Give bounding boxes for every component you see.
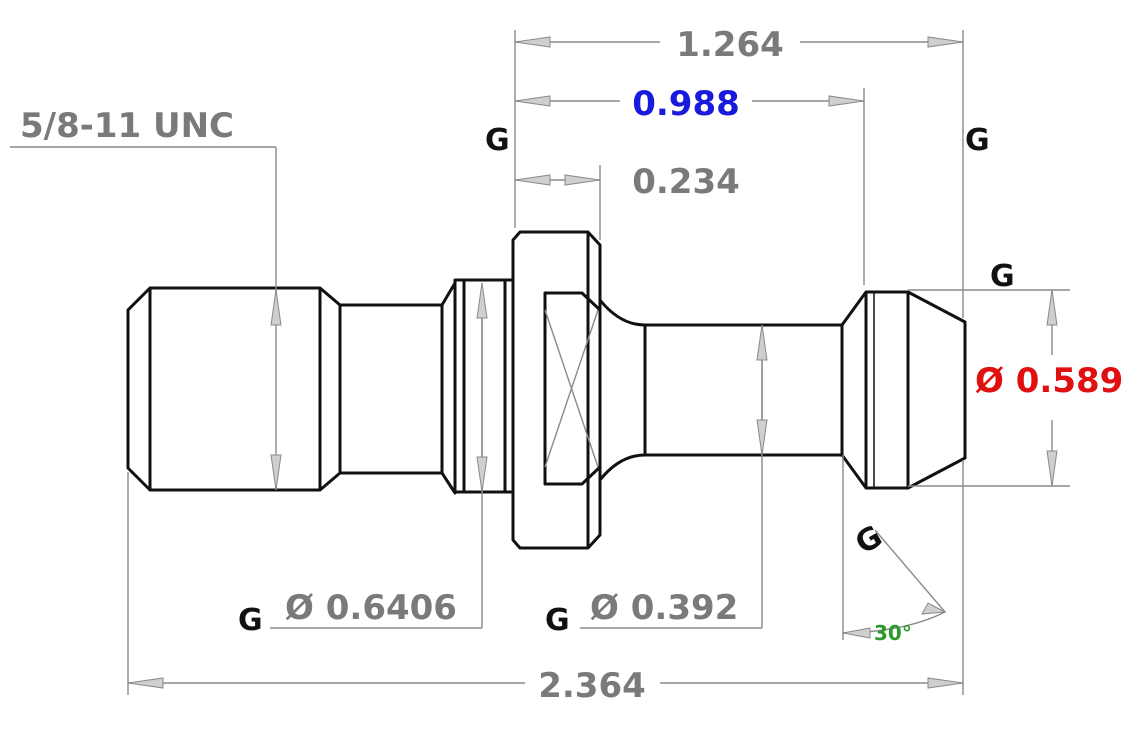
gauge-mark: G [485,123,510,158]
part-outline [126,230,967,550]
relief-neck [338,281,457,495]
dim-top-length: 1.264 [676,25,784,65]
threaded-shank [126,286,342,492]
head [840,290,967,490]
gauge-mark: G [850,519,889,562]
gauge-mark: G [545,603,570,638]
gauge-mark: G [990,259,1015,294]
gauge-mark: G [965,123,990,158]
dim-flange-diameter: Ø 0.6406 [285,588,457,628]
gauge-marks: G G G G G G [238,123,1015,638]
dim-neck-diameter: Ø 0.392 [590,588,738,628]
dim-head-diameter: Ø 0.589 [975,361,1123,401]
dim-overall-length: 2.364 [538,666,646,706]
dimension-lines [127,36,1058,689]
dim-thread: 5/8-11 UNC [20,106,234,146]
gauge-mark: G [238,603,263,638]
dim-flange-width: 0.234 [632,162,740,202]
dim-highlighted-length: 0.988 [632,84,740,124]
dim-chamfer-angle: 30° [874,621,912,645]
dimension-labels: 1.264 0.988 0.234 5/8-11 UNC 2.364 Ø 0.6… [20,25,1123,706]
wrench-flat [543,291,602,486]
neck [598,299,844,481]
